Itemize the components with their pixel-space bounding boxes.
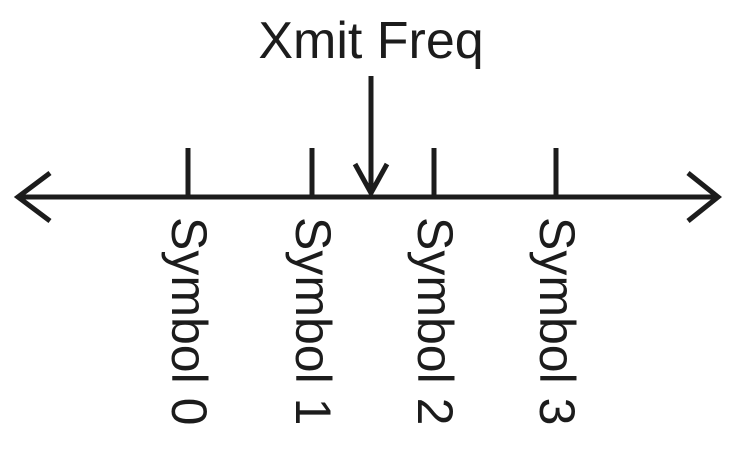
axis-left-arrowhead-icon xyxy=(13,171,52,223)
symbol-1-label: Symbol 1 xyxy=(285,217,341,425)
symbol-2-label: Symbol 2 xyxy=(407,217,463,425)
symbol-3-label: Symbol 3 xyxy=(529,217,585,425)
xmit-freq-arrowhead-icon xyxy=(352,162,390,199)
symbol-0-label: Symbol 0 xyxy=(161,217,217,425)
xmit-freq-label: Xmit Freq xyxy=(258,12,483,70)
axis-right-arrowhead-icon xyxy=(686,171,723,223)
